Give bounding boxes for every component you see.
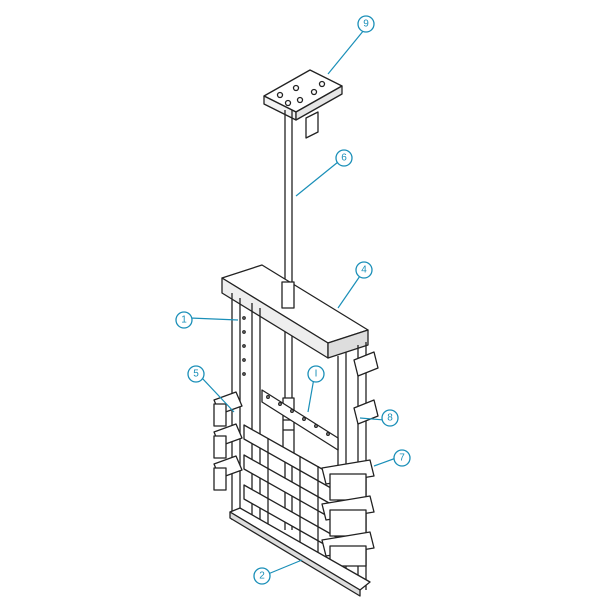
callout-bubble-2: [253, 567, 271, 585]
callout-label-9: 9: [363, 19, 369, 30]
callout-label-4: 4: [361, 265, 367, 276]
callout-leader-I: [307, 377, 315, 413]
callout-leader-6: [295, 161, 339, 197]
bottom-sill: [229, 507, 371, 597]
callout-bubble-I: [307, 365, 325, 383]
gate-leaf: [243, 424, 339, 556]
callout-bubble-4: [355, 261, 373, 279]
callout-leader-5: [201, 377, 235, 413]
callout-leader-1: [189, 317, 239, 321]
callout-bubble-6: [335, 149, 353, 167]
mounting-bracket: [263, 69, 343, 139]
callout-bubble-8: [381, 409, 399, 427]
callout-label-1: 1: [181, 315, 187, 326]
callout-bubble-5: [187, 365, 205, 383]
right-side-brackets: [321, 351, 379, 567]
callout-bubble-7: [393, 449, 411, 467]
callout-label-5: 5: [193, 369, 199, 380]
callout-leader-8: [359, 417, 385, 421]
top-beam: [221, 264, 369, 359]
callout-leader-7: [373, 457, 397, 467]
left-side-brackets: [213, 391, 243, 491]
callout-label-6: 6: [341, 153, 347, 164]
callout-bubble-9: [357, 15, 375, 33]
callout-leader-2: [267, 559, 303, 575]
callout-label-7: 7: [399, 453, 405, 464]
callout-leader-4: [337, 275, 361, 309]
callout-leader-9: [327, 29, 365, 75]
callout-bubble-1: [175, 311, 193, 329]
callout-label-2: 2: [259, 571, 265, 582]
callout-label-I: I: [315, 369, 318, 380]
callout-label-8: 8: [387, 413, 393, 424]
